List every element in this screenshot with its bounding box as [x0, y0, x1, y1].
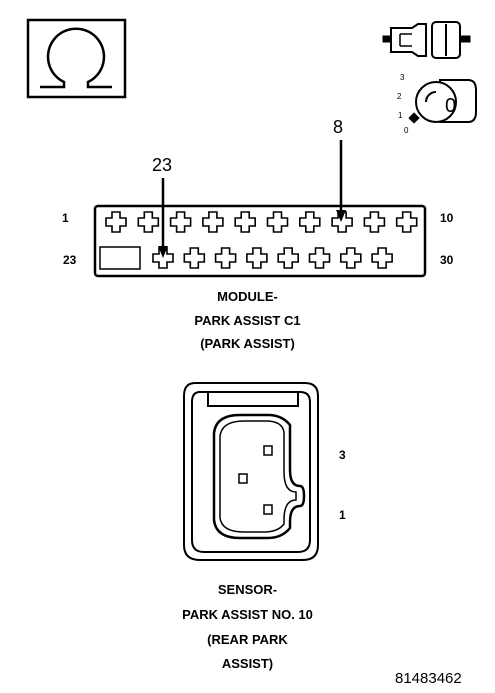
terminal-cavity: [395, 211, 418, 233]
terminal-cavity: [363, 211, 386, 233]
row2-right-label: 30: [440, 253, 454, 267]
disconnected-connector-icon: [382, 21, 471, 59]
terminal-cavity: [202, 211, 224, 233]
terminal-cavity: [234, 211, 256, 233]
terminal-cavity: [371, 247, 393, 269]
terminal-cavity: [308, 247, 331, 269]
row1-left-label: 1: [62, 211, 69, 225]
sensor-connector: [183, 382, 319, 561]
terminal-cavity: [183, 247, 206, 269]
module-caption-line-2: PARK ASSIST C1: [194, 313, 301, 328]
terminal-cavity: [299, 211, 321, 233]
ignition-position-label: 1: [398, 111, 403, 120]
sensor-caption-line-3: (REAR PARK: [207, 632, 288, 647]
sensor-caption-line-2: PARK ASSIST NO. 10: [182, 607, 313, 622]
module-caption-line-1: MODULE-: [217, 289, 278, 304]
terminal-cavity: [277, 247, 299, 269]
module-connector: [93, 204, 427, 278]
pin-23-callout: 23: [152, 155, 173, 175]
ohm-meter-icon: [26, 18, 127, 99]
sensor-caption-line-1: SENSOR-: [217, 582, 278, 597]
sensor-pin-1-label: 1: [339, 508, 346, 522]
sensor-pin-3-label: 3: [339, 448, 346, 462]
terminal-cavity: [246, 247, 268, 269]
terminal-cavity: [214, 247, 237, 269]
sensor-caption-line-4: ASSIST): [221, 656, 274, 671]
ignition-position-label: 0: [404, 126, 409, 135]
terminal-cavity: [137, 211, 160, 233]
ignition-position-label: 2: [397, 92, 402, 101]
terminal-cavity: [266, 211, 289, 233]
row2-left-label: 23: [63, 253, 77, 267]
pin-arrow-8: [336, 140, 346, 222]
module-caption-line-3: (PARK ASSIST): [200, 336, 295, 351]
pin-arrow-23: [158, 178, 168, 258]
ignition-key-position: 0: [445, 95, 456, 117]
terminal-cavity: [331, 211, 353, 233]
figure-id: 81483462: [395, 670, 462, 687]
terminal-cavity: [169, 211, 192, 233]
pin-8-callout: 8: [333, 117, 344, 137]
ignition-key-icon: [408, 79, 477, 124]
ignition-position-label: 3: [400, 73, 405, 82]
row1-right-label: 10: [440, 211, 454, 225]
terminal-cavity: [105, 211, 127, 233]
terminal-cavity: [340, 247, 362, 269]
